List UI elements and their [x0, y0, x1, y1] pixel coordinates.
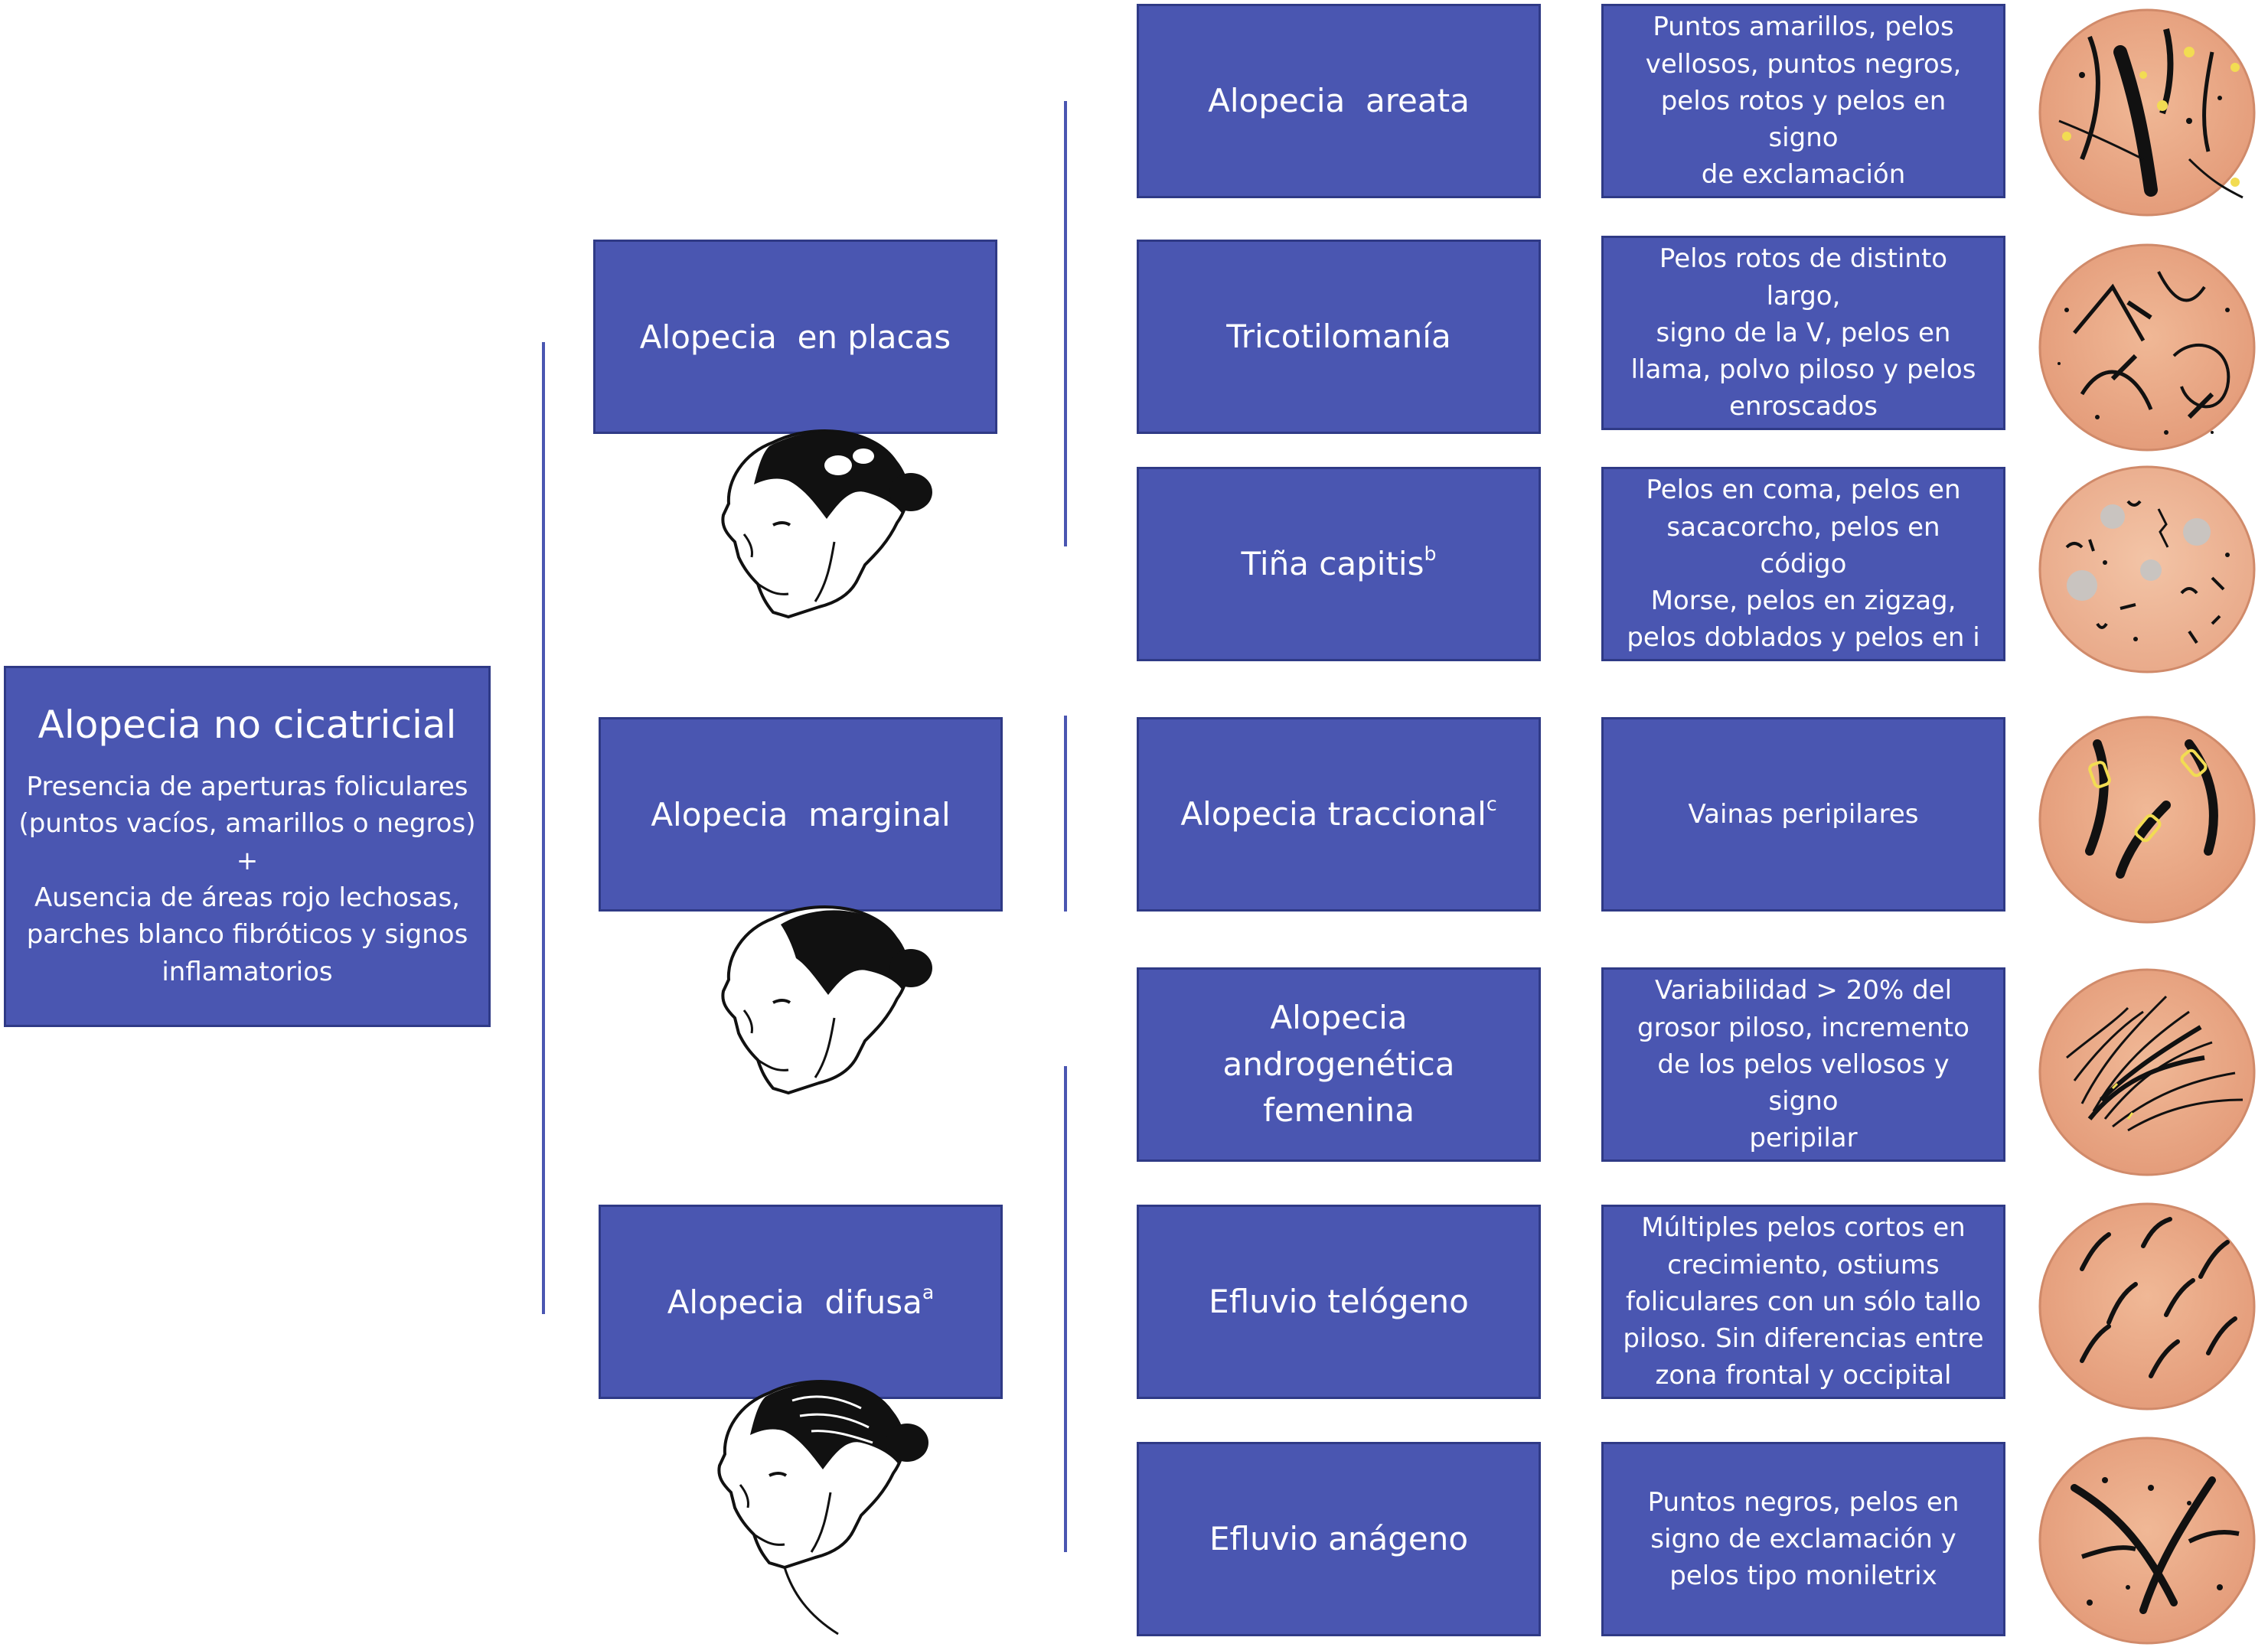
category-label: Alopecia en placas: [639, 318, 951, 356]
connector-line-difusa: [1064, 1066, 1067, 1552]
feature-box-tricotilomania: Pelos rotos de distinto largo, signo de …: [1601, 236, 2005, 430]
feature-line: grosor piloso, incremento: [1637, 1012, 1969, 1043]
dermoscopy-image-tina-capitis: [2038, 465, 2256, 673]
head-illustration-marginal: [721, 905, 932, 1095]
dermoscopy-image-efluvio-anageno: [2038, 1437, 2256, 1645]
feature-box-traccional: Vainas peripilares: [1601, 717, 2005, 912]
diagnosis-label: Tricotilomanía: [1226, 317, 1451, 355]
feature-line: peripilar: [1749, 1123, 1858, 1154]
diagnosis-box-tina-capitis: Tiña capitisb: [1137, 467, 1541, 661]
feature-line: signo de exclamación y: [1650, 1523, 1956, 1554]
feature-line: pelos doblados y pelos en i: [1627, 622, 1980, 654]
diagnosis-box-areata: Alopecia areata: [1137, 4, 1541, 198]
feature-line: Múltiples pelos cortos en: [1641, 1212, 1966, 1244]
feature-line: enroscados: [1729, 391, 1878, 422]
feature-box-efluvio-anageno: Puntos negros, pelos en signo de exclama…: [1601, 1442, 2005, 1636]
dermoscopy-image-androgenetica: [2038, 968, 2256, 1176]
connector-line-root: [542, 342, 545, 1314]
root-line: Presencia de aperturas foliculares: [26, 771, 468, 803]
diagnosis-label: Alopecia areata: [1208, 81, 1470, 119]
feature-box-areata: Puntos amarillos, pelos vellosos, puntos…: [1601, 4, 2005, 198]
feature-box-efluvio-telogeno: Múltiples pelos cortos en crecimiento, o…: [1601, 1205, 2005, 1399]
diagnosis-label: Alopecia traccional: [1180, 794, 1486, 833]
feature-line: pelos rotos y pelos en signo: [1660, 85, 1947, 154]
diagnosis-label: Efluvio anágeno: [1209, 1519, 1469, 1557]
connector-line-placas: [1064, 101, 1067, 546]
dermoscopy-image-tricotilomania: [2038, 243, 2256, 452]
diagnosis-footnote: c: [1486, 792, 1497, 815]
feature-line: foliculares con un sólo tallo: [1625, 1286, 1982, 1317]
feature-line: Pelos rotos de distinto largo,: [1659, 243, 1948, 311]
category-box-marginal: Alopecia marginal: [599, 717, 1003, 912]
feature-line: Variabilidad > 20% del: [1654, 975, 1953, 1006]
head-illustration-difusa: [717, 1380, 928, 1636]
category-box-placas: Alopecia en placas: [593, 240, 997, 434]
feature-line: Vainas peripilares: [1688, 798, 1919, 830]
feature-line: zona frontal y occipital: [1655, 1360, 1952, 1391]
feature-line: Pelos en coma, pelos en: [1646, 475, 1961, 506]
diagnosis-box-traccional: Alopecia traccionalc: [1137, 717, 1541, 912]
diagnosis-footnote: b: [1424, 542, 1437, 565]
connector-line-marginal: [1064, 716, 1067, 912]
feature-line: Puntos amarillos, pelos: [1653, 11, 1954, 43]
diagnosis-box-efluvio-anageno: Efluvio anágeno: [1137, 1442, 1541, 1636]
feature-line: piloso. Sin diferencias entre: [1623, 1323, 1984, 1355]
feature-line: llama, polvo piloso y pelos: [1630, 354, 1976, 386]
feature-line: de los pelos vellosos y signo: [1657, 1049, 1950, 1117]
root-line: parches blanco fibróticos y signos: [26, 919, 468, 951]
root-line: inflamatorios: [162, 956, 333, 987]
feature-line: Morse, pelos en zigzag,: [1650, 585, 1956, 617]
feature-line: signo de la V, pelos en: [1656, 317, 1951, 348]
root-title: Alopecia no cicatricial: [38, 703, 457, 748]
diagnosis-label: Alopecia androgenética femenina: [1222, 998, 1455, 1130]
category-label: Alopecia marginal: [651, 795, 951, 833]
feature-line: vellosos, puntos negros,: [1645, 48, 1962, 80]
feature-box-androgenetica: Variabilidad > 20% del grosor piloso, in…: [1601, 967, 2005, 1162]
root-line: (puntos vacíos, amarillos o negros): [18, 808, 476, 840]
feature-box-tina-capitis: Pelos en coma, pelos en sacacorcho, pelo…: [1601, 467, 2005, 661]
feature-line: pelos tipo moniletrix: [1669, 1561, 1937, 1592]
category-footnote: a: [922, 1280, 935, 1303]
root-box: Alopecia no cicatricial Presencia de ape…: [4, 666, 491, 1027]
category-box-difusa: Alopecia difusaa: [599, 1205, 1003, 1399]
dermoscopy-image-areata: [2038, 8, 2256, 217]
diagnosis-box-tricotilomania: Tricotilomanía: [1137, 240, 1541, 434]
diagnosis-label: Efluvio telógeno: [1209, 1282, 1469, 1320]
diagnosis-box-efluvio-telogeno: Efluvio telógeno: [1137, 1205, 1541, 1399]
dermoscopy-image-efluvio-telogeno: [2038, 1202, 2256, 1411]
feature-line: crecimiento, ostiums: [1667, 1249, 1940, 1280]
head-illustration-placas: [721, 429, 932, 619]
root-line: +: [236, 845, 259, 876]
feature-line: sacacorcho, pelos en código: [1666, 511, 1940, 579]
feature-line: Puntos negros, pelos en: [1647, 1486, 1960, 1518]
category-label: Alopecia difusa: [667, 1283, 922, 1321]
diagnosis-label: Tiña capitis: [1241, 544, 1424, 582]
diagnosis-box-androgenetica: Alopecia androgenética femenina: [1137, 967, 1541, 1162]
dermoscopy-image-traccional: [2038, 716, 2256, 924]
feature-line: de exclamación: [1701, 159, 1906, 191]
root-line: Ausencia de áreas rojo lechosas,: [34, 882, 460, 913]
